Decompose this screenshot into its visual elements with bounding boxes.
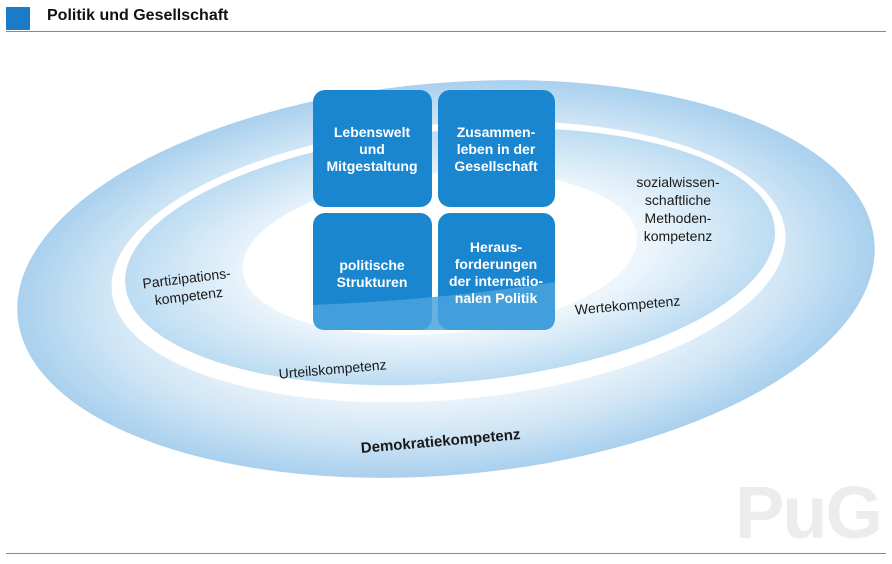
tile-zusammenleben-line-3: Gesellschaft — [454, 158, 538, 174]
label-methoden-line-2: schaftliche — [645, 192, 711, 208]
tile-lebenswelt-line-2: und — [359, 141, 385, 157]
tile-herausforderungen-line-4: nalen Politik — [455, 290, 538, 306]
tile-lebenswelt — [313, 90, 432, 207]
page-title: Politik und Gesellschaft — [47, 7, 229, 24]
tile-zusammenleben-line-2: leben in der — [457, 141, 536, 157]
tile-herausforderungen-line-1: Heraus- — [470, 239, 522, 255]
tile-lebenswelt-line-1: Lebenswelt — [334, 124, 411, 140]
tile-herausforderungen-line-2: forderungen — [455, 256, 537, 272]
tile-lebenswelt-line-3: Mitgestaltung — [327, 158, 418, 174]
header-accent-square — [6, 7, 30, 30]
header-divider — [6, 31, 886, 32]
label-methoden-line-4: kompetenz — [644, 228, 712, 244]
tile-zusammenleben-line-1: Zusammen- — [457, 124, 536, 140]
tile-politische-line-2: Strukturen — [337, 274, 408, 290]
tile-ring-overlay — [313, 282, 555, 330]
page-header: Politik und Gesellschaft — [0, 0, 892, 32]
pug-watermark: PuG — [735, 471, 883, 554]
label-methoden-line-3: Methoden- — [645, 210, 712, 226]
tile-politische-line-1: politische — [339, 257, 405, 273]
label-methoden-line-1: sozialwissen- — [636, 174, 720, 190]
footer-divider — [6, 553, 886, 554]
tile-zusammenleben — [438, 90, 555, 207]
tile-herausforderungen-line-3: der internatio- — [449, 273, 543, 289]
